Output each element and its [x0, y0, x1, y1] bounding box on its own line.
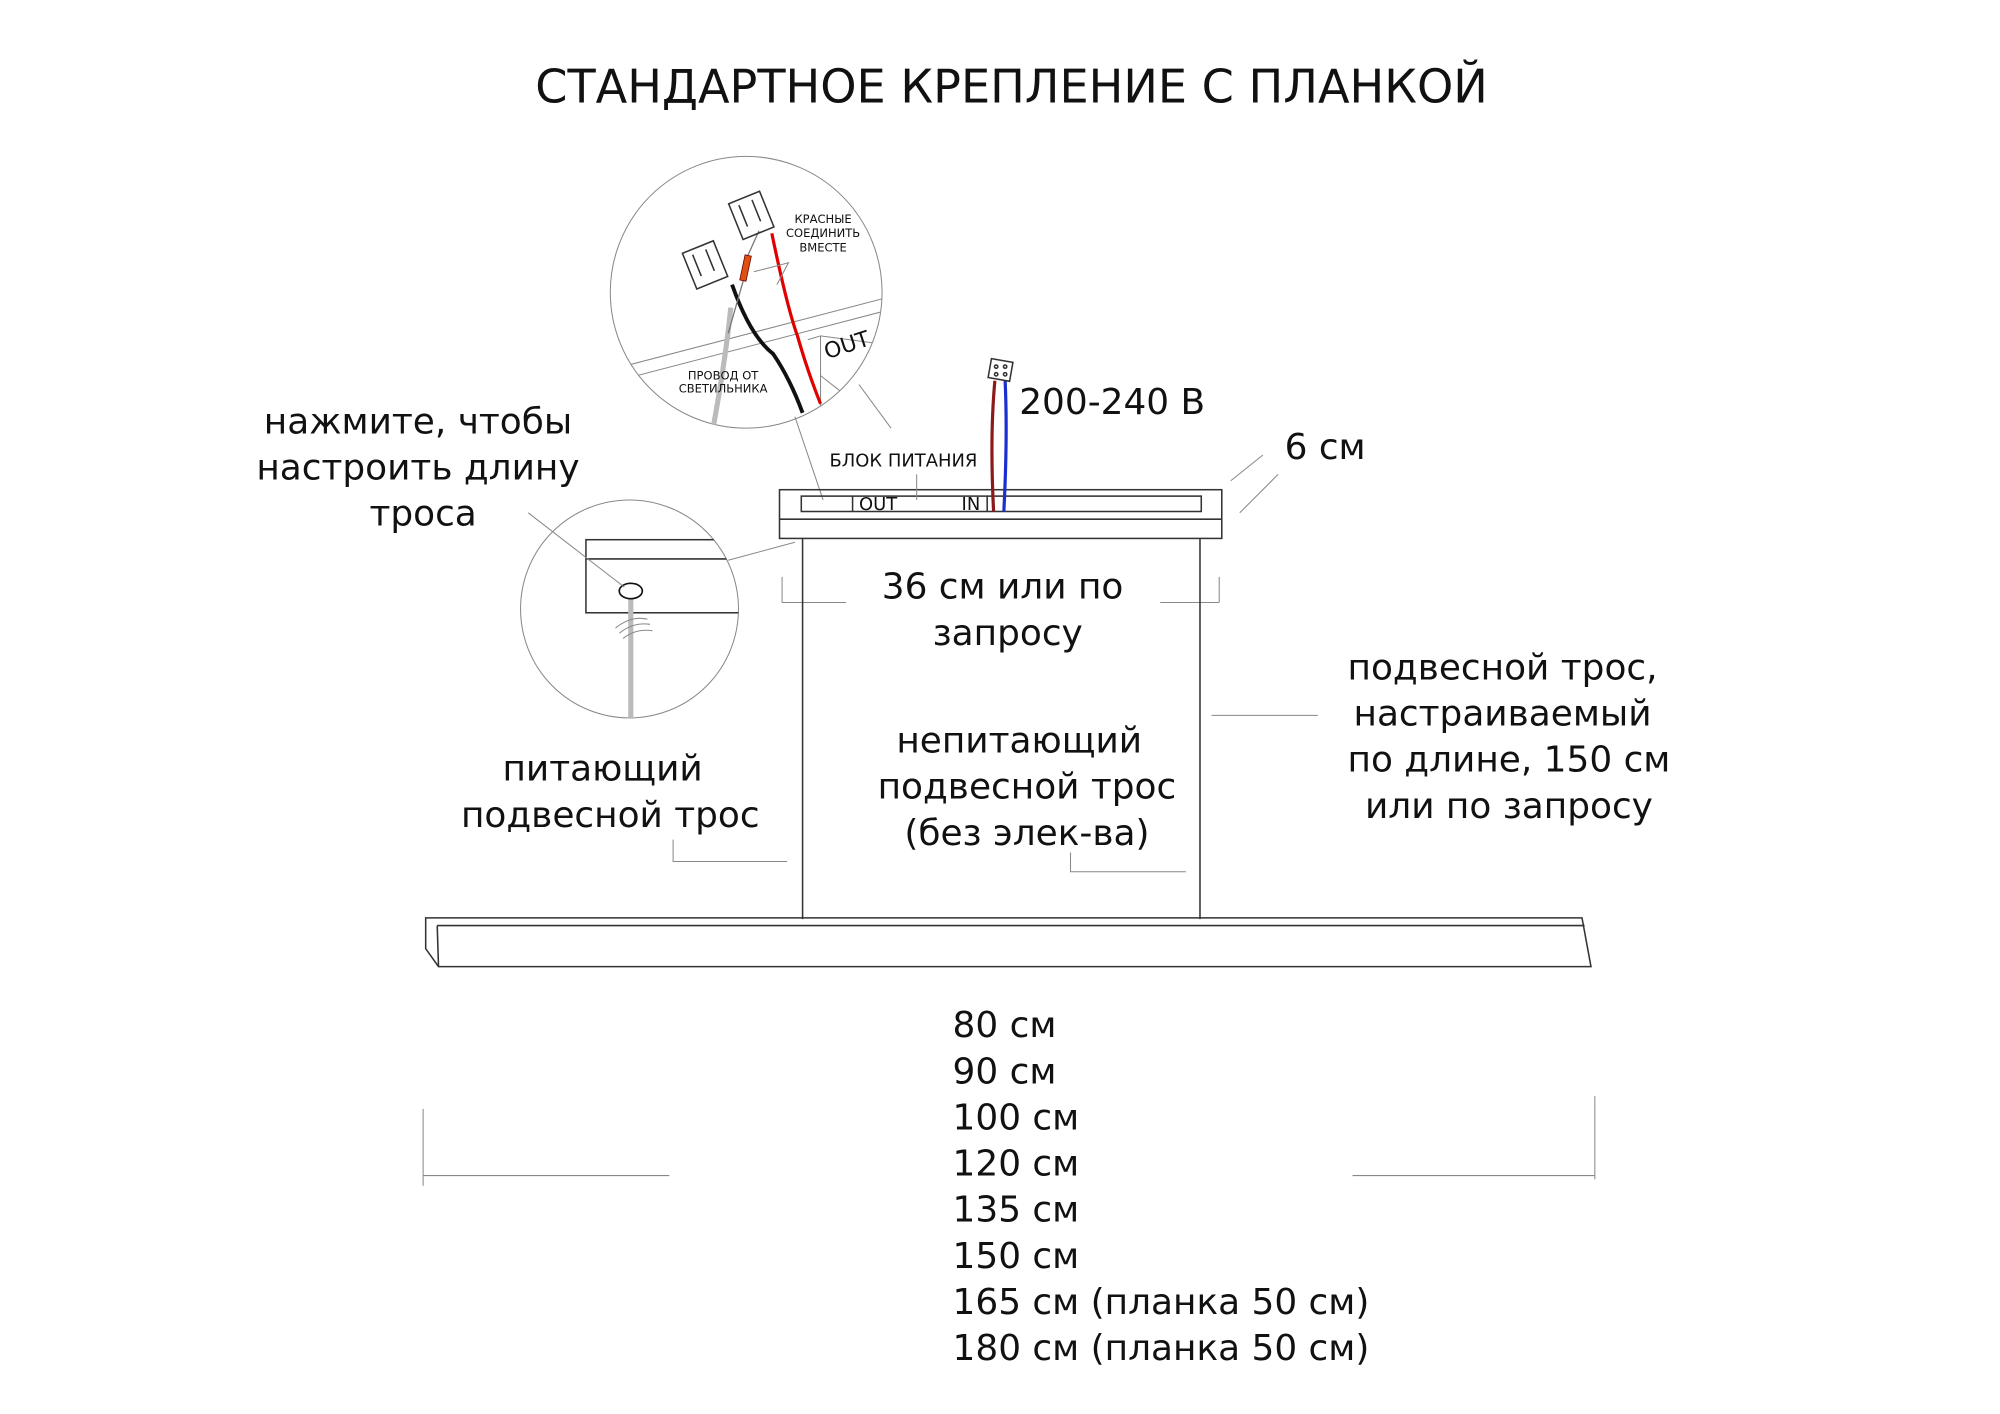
depth-label: 6 см: [1285, 427, 1366, 468]
unpowered-cable-label: подвесной трос: [878, 767, 1177, 808]
wiring-detail: OUT КРАСНЫЕ СОЕДИНИТЬ ВМЕСТЕ ПРОВОД ОТ С…: [609, 155, 892, 501]
out-label-detail: OUT: [821, 327, 874, 365]
length-option: 165 см (планка 50 см): [953, 1282, 1370, 1323]
suspension-label: подвесной трос,: [1348, 647, 1658, 688]
voltage-label: 200-240 В: [1019, 382, 1205, 423]
length-option: 150 см: [953, 1236, 1080, 1277]
width-label: 36 см или по: [882, 567, 1124, 608]
suspension-label: или по запросу: [1365, 786, 1653, 827]
red-note-line: ВМЕСТЕ: [799, 240, 846, 254]
red-note-line: СОЕДИНИТЬ: [786, 226, 860, 240]
suspension-label: по длине, 150 см: [1348, 740, 1671, 781]
powered-cable-label: подвесной трос: [461, 795, 760, 836]
red-note-line: КРАСНЫЕ: [795, 212, 852, 226]
length-option: 90 см: [953, 1051, 1057, 1092]
adjust-note: троса: [369, 494, 476, 535]
out-label: OUT: [859, 494, 898, 515]
wire-note-line: ПРОВОД ОТ: [688, 368, 759, 382]
length-options: 80 см 90 см 100 см 120 см 135 см 150 см 165 см…: [953, 1005, 1370, 1369]
suspension-label: настраиваемый: [1354, 694, 1652, 735]
light-bar: [424, 917, 1592, 968]
length-option: 135 см: [953, 1190, 1080, 1231]
in-label: IN: [962, 494, 981, 515]
unpowered-cable-label: (без элек-ва): [904, 813, 1149, 854]
adjust-note: настроить длину: [256, 447, 579, 488]
length-option: 120 см: [953, 1144, 1080, 1185]
power-block: OUT IN БЛОК ПИТАНИЯ 200-240 В 6 см 36 см…: [778, 357, 1366, 654]
width-label: запросу: [933, 613, 1083, 654]
length-option: 80 см: [953, 1005, 1057, 1046]
adjust-detail: [520, 499, 796, 719]
power-block-label: БЛОК ПИТАНИЯ: [829, 451, 977, 472]
length-option: 100 см: [953, 1097, 1080, 1138]
unpowered-cable-label: непитающий: [896, 721, 1142, 762]
adjust-note: нажмите, чтобы: [264, 401, 572, 442]
diagram-title: СТАНДАРТНОЕ КРЕПЛЕНИЕ С ПЛАНКОЙ: [535, 60, 1488, 114]
powered-cable-label: питающий: [502, 749, 702, 790]
wire-note-line: СВЕТИЛЬНИКА: [679, 381, 768, 395]
length-dimension: [422, 1096, 1596, 1186]
length-option: 180 см (планка 50 см): [953, 1328, 1370, 1369]
